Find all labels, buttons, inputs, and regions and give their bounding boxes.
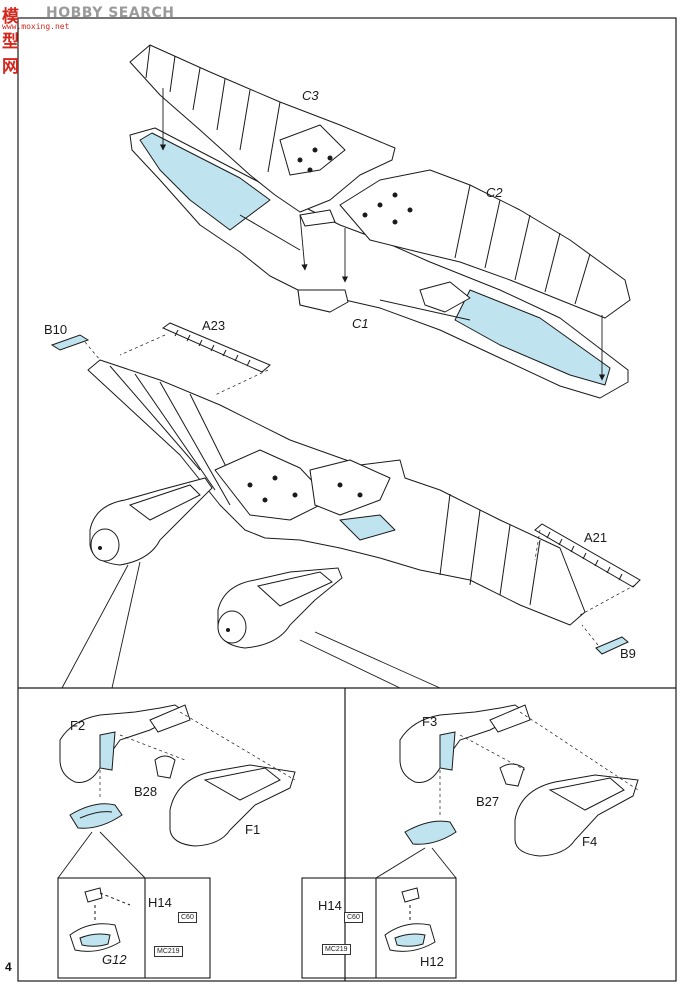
aileron-guides: [84, 334, 636, 646]
label-b27: B27: [476, 794, 500, 809]
page-number: 4: [5, 960, 12, 974]
paint-code-mc219-left: MC219: [154, 946, 183, 957]
detail-right-guides: [439, 711, 639, 815]
paint-code-mc219-right: MC219: [322, 944, 351, 955]
label-b10: B10: [44, 322, 68, 337]
detail-canopy-right: [404, 820, 457, 845]
label-f1: F1: [245, 822, 261, 837]
aileron-parts: [50, 322, 641, 655]
upper-assembly-arrows: [159, 88, 606, 381]
label-f2: F2: [70, 718, 86, 733]
part-b28: [154, 755, 176, 779]
c1-interior-left: [139, 132, 271, 231]
detail-left-guides: [99, 711, 296, 800]
watermark-brand: HOBBY SEARCH: [46, 5, 175, 21]
part-b9: [595, 636, 629, 655]
wing-part-c3: [129, 44, 396, 213]
subdetail-left-box: [57, 877, 211, 979]
upper-wing-assembly: [129, 44, 631, 399]
label-c1: C1: [352, 316, 369, 331]
detail-left: [59, 704, 296, 847]
paint-code-c60-left: C60: [178, 912, 197, 923]
nacelle-callout-lines: [61, 561, 441, 689]
label-a21: A21: [584, 530, 608, 545]
label-f4: F4: [582, 834, 598, 849]
detail-canopy-left: [69, 803, 123, 829]
subdetail-right-box: [301, 877, 457, 979]
label-h12: H12: [420, 954, 444, 969]
paint-code-c60-right: C60: [344, 912, 363, 923]
label-h14-right: H14: [318, 898, 342, 913]
detail-left-sub-lines: [57, 831, 146, 879]
subdetail-left-parts: [69, 887, 131, 952]
c1-fuselage-notch: [297, 289, 349, 313]
detail-right: [399, 704, 639, 857]
label-b9: B9: [620, 646, 636, 661]
label-h14-left: H14: [148, 895, 172, 910]
subdetail-right-parts: [384, 887, 436, 952]
part-b27: [499, 763, 525, 787]
detail-right-sub-lines: [375, 847, 457, 879]
c1-interior-right: [454, 289, 611, 386]
label-a23: A23: [202, 318, 226, 333]
part-b10: [50, 334, 90, 351]
wing-part-c2: [339, 169, 631, 319]
lower-wing-assembly: [87, 359, 586, 626]
label-g12: G12: [102, 952, 127, 967]
label-c3: C3: [302, 88, 319, 103]
label-b28: B28: [134, 784, 158, 799]
engine-nacelles: [89, 477, 343, 649]
watermark-logo: 模型网: [2, 7, 20, 77]
watermark-url: www.moxing.net: [2, 22, 70, 31]
label-c2: C2: [486, 185, 503, 200]
page-frame: [17, 17, 677, 982]
label-f3: F3: [422, 714, 438, 729]
